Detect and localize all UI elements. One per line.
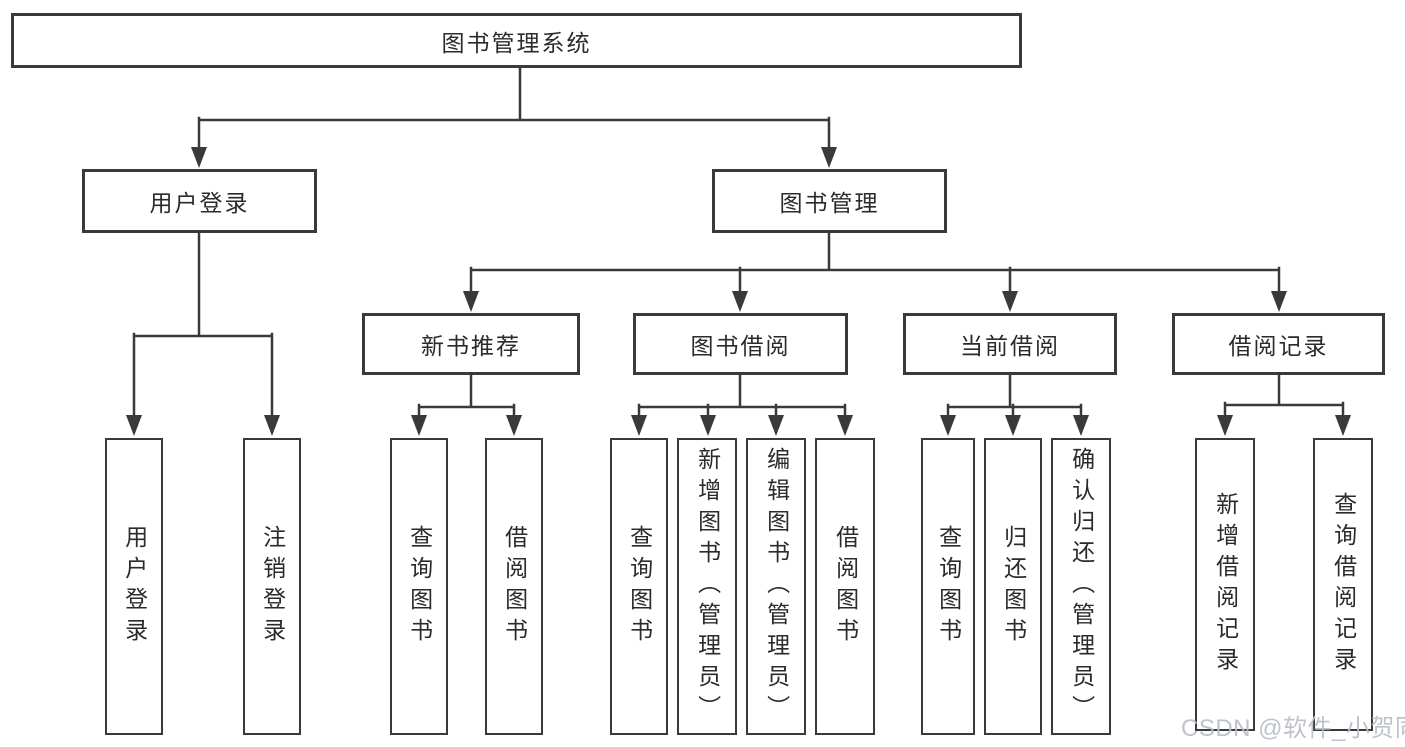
leaf-borrow-books-borrow: 借阅图书	[815, 438, 875, 735]
node-user-login: 用户登录	[82, 169, 317, 233]
csdn-watermark: CSDN @软件_小贺同学	[1181, 715, 1405, 742]
node-new-book-recommendation: 新书推荐	[362, 313, 580, 375]
leaf-edit-books-admin: 编辑图书（管理员）	[746, 438, 806, 735]
leaf-add-borrow-record: 新增借阅记录	[1195, 438, 1255, 731]
leaf-confirm-return-admin: 确认归还（管理员）	[1051, 438, 1111, 735]
node-library-management-system: 图书管理系统	[11, 13, 1022, 68]
leaf-borrow-books-recommend: 借阅图书	[485, 438, 543, 735]
leaf-query-borrow-record: 查询借阅记录	[1313, 438, 1373, 731]
leaf-query-borrow-record-label: 查询借阅记录	[1330, 491, 1357, 678]
node-book-management: 图书管理	[712, 169, 947, 233]
leaf-confirm-return-admin-label: 确认归还（管理员）	[1068, 447, 1095, 726]
leaf-query-books-borrow: 查询图书	[610, 438, 668, 735]
leaf-return-books: 归还图书	[984, 438, 1042, 735]
leaf-query-books-recommend: 查询图书	[390, 438, 448, 735]
leaf-borrow-books-recommend-label: 借阅图书	[501, 524, 528, 649]
node-borrowing-records: 借阅记录	[1172, 313, 1385, 375]
leaf-user-login-label: 用户登录	[121, 524, 148, 649]
leaf-user-login: 用户登录	[105, 438, 163, 735]
leaf-query-books-recommend-label: 查询图书	[406, 524, 433, 649]
leaf-borrow-books-borrow-label: 借阅图书	[832, 524, 859, 649]
leaf-query-books-current: 查询图书	[921, 438, 975, 735]
leaf-add-books-admin-label: 新增图书（管理员）	[694, 447, 721, 726]
arrowheads	[126, 147, 1351, 436]
leaf-query-books-current-label: 查询图书	[935, 524, 962, 649]
leaf-logout-label: 注销登录	[259, 524, 286, 649]
leaf-add-borrow-record-label: 新增借阅记录	[1212, 491, 1239, 678]
leaf-query-books-borrow-label: 查询图书	[626, 524, 653, 649]
leaf-return-books-label: 归还图书	[1000, 524, 1027, 649]
leaf-edit-books-admin-label: 编辑图书（管理员）	[763, 447, 790, 726]
node-book-borrowing: 图书借阅	[633, 313, 848, 375]
leaf-add-books-admin: 新增图书（管理员）	[677, 438, 737, 735]
leaf-logout: 注销登录	[243, 438, 301, 735]
node-current-borrowing: 当前借阅	[903, 313, 1117, 375]
